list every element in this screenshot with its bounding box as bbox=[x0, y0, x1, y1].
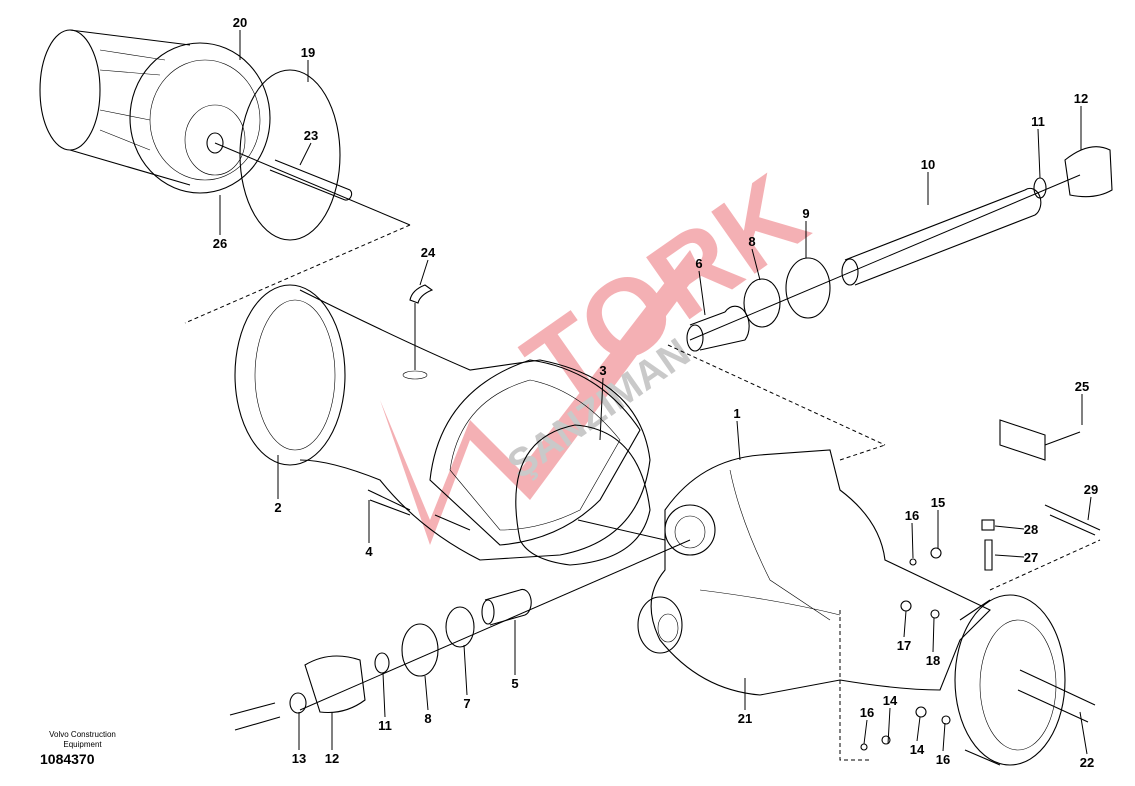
callout-8: 8 bbox=[748, 234, 755, 249]
document-number: 1084370 bbox=[40, 751, 95, 767]
callout-11b: 11 bbox=[378, 718, 392, 733]
hub-flange-22 bbox=[954, 594, 1096, 766]
seal-8b bbox=[401, 623, 439, 677]
callout-7: 7 bbox=[463, 696, 470, 711]
callout-12: 12 bbox=[1074, 91, 1088, 106]
shaft-23 bbox=[269, 159, 353, 201]
shaft-10-end bbox=[841, 258, 859, 286]
bushing-6-end bbox=[686, 324, 704, 352]
seal-8 bbox=[743, 278, 781, 328]
company-line-1: Volvo Construction bbox=[49, 730, 116, 739]
callout-8b: 8 bbox=[424, 711, 431, 726]
callout-18: 18 bbox=[926, 653, 940, 668]
callout-2: 2 bbox=[274, 500, 281, 515]
cover-12b bbox=[304, 655, 366, 714]
o-ring-11b bbox=[374, 652, 390, 674]
callout-9: 9 bbox=[802, 206, 809, 221]
o-ring-19 bbox=[239, 69, 341, 241]
o-ring-11 bbox=[1033, 177, 1047, 199]
callout-22: 22 bbox=[1080, 755, 1094, 770]
callout-16b: 16 bbox=[860, 705, 874, 720]
breather-24 bbox=[409, 284, 434, 304]
callout-26: 26 bbox=[213, 236, 227, 251]
callout-10: 10 bbox=[921, 157, 935, 172]
callout-16: 16 bbox=[905, 508, 919, 523]
callout-25: 25 bbox=[1075, 379, 1089, 394]
shaft-10 bbox=[844, 187, 1042, 286]
callout-17: 17 bbox=[897, 638, 911, 653]
callout-14b: 14 bbox=[910, 742, 925, 757]
axle-housing-2 bbox=[234, 284, 651, 561]
callout-20: 20 bbox=[233, 15, 247, 30]
company-caption: Volvo Construction Equipment bbox=[30, 730, 135, 750]
callout-labels: 20 19 23 26 24 10 11 12 9 8 6 3 1 25 2 4… bbox=[213, 15, 1098, 770]
bushing-5-end bbox=[481, 599, 495, 625]
wheel-hub bbox=[39, 29, 271, 194]
callout-3: 3 bbox=[599, 363, 606, 378]
callout-leaders bbox=[219, 30, 1092, 755]
callout-6: 6 bbox=[695, 256, 702, 271]
callout-14: 14 bbox=[883, 693, 898, 708]
callout-19: 19 bbox=[301, 45, 315, 60]
washer-7 bbox=[445, 606, 475, 648]
callout-12b: 12 bbox=[325, 751, 339, 766]
callout-24: 24 bbox=[421, 245, 436, 260]
callout-13: 13 bbox=[292, 751, 306, 766]
company-line-2: Equipment bbox=[63, 740, 102, 749]
callout-29: 29 bbox=[1084, 482, 1098, 497]
washer-9 bbox=[785, 257, 831, 319]
callout-21: 21 bbox=[738, 711, 752, 726]
callout-15: 15 bbox=[931, 495, 945, 510]
bolt-4 bbox=[367, 489, 411, 516]
gasket-3 bbox=[515, 424, 651, 566]
callout-11: 11 bbox=[1031, 114, 1045, 129]
center-housing-1 bbox=[637, 449, 991, 696]
callout-28: 28 bbox=[1024, 522, 1038, 537]
small-fittings bbox=[860, 419, 1101, 751]
callout-27: 27 bbox=[1024, 550, 1038, 565]
callout-5: 5 bbox=[511, 676, 518, 691]
callout-23: 23 bbox=[304, 128, 318, 143]
washer-13 bbox=[289, 692, 307, 714]
bolt-13 bbox=[229, 702, 281, 731]
callout-16c: 16 bbox=[936, 752, 950, 767]
watermark: TORK ŞANZIMAN bbox=[380, 151, 827, 545]
callout-1: 1 bbox=[733, 406, 740, 421]
callout-4: 4 bbox=[365, 544, 373, 559]
cover-12 bbox=[1064, 146, 1113, 198]
